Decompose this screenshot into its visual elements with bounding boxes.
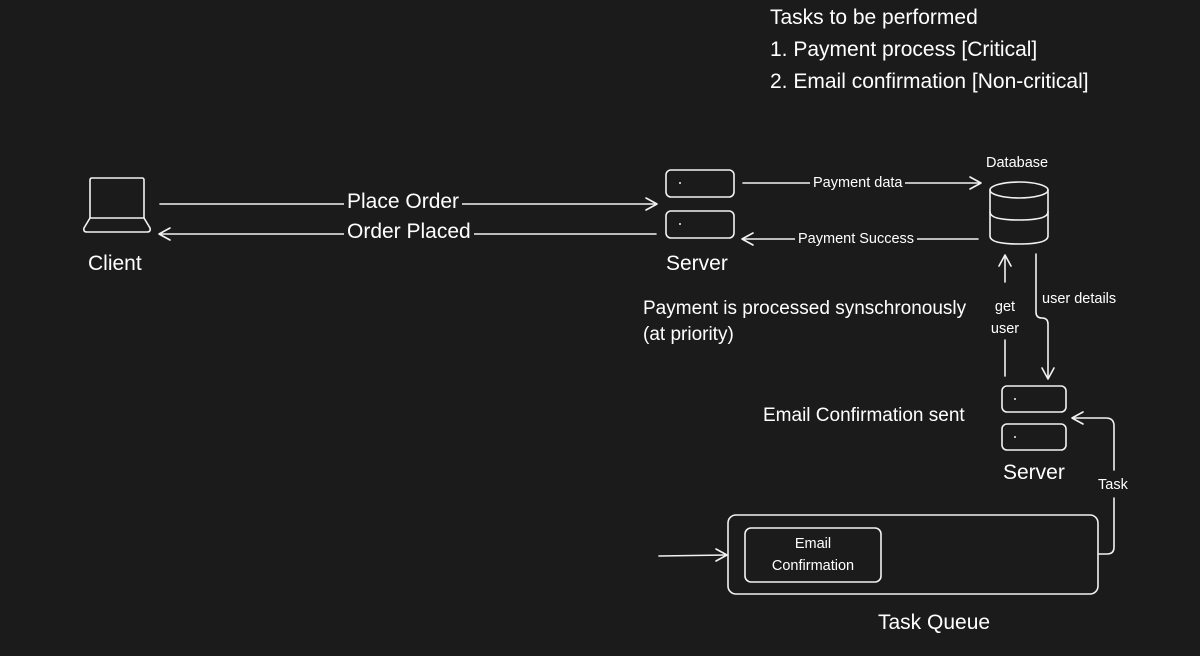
email-server-label: Server — [1003, 461, 1065, 484]
database-label: Database — [986, 155, 1049, 171]
payment-success-label: Payment Success — [795, 231, 918, 247]
task-arrow — [1071, 411, 1115, 555]
get-user-arrow — [998, 254, 1012, 377]
queue-item-line2: Confirmation — [771, 558, 855, 574]
client-label: Client — [88, 252, 142, 275]
queue-item-email-confirmation: Email Confirmation — [745, 533, 881, 577]
email-server-icon — [1001, 385, 1067, 451]
queue-input-arrow — [658, 548, 728, 562]
email-sent-note: Email Confirmation sent — [763, 405, 965, 426]
get-user-line2: user — [990, 321, 1020, 337]
task-queue-label: Task Queue — [878, 611, 991, 634]
tasks-title: Tasks to be performed — [770, 6, 978, 29]
payment-data-label: Payment data — [810, 175, 906, 191]
sync-note-line1: Payment is processed synschronously — [643, 298, 967, 319]
sync-note-line2: (at priority) — [643, 324, 734, 345]
task-label: Task — [1098, 477, 1128, 493]
get-user-line1: get — [994, 299, 1016, 315]
user-details-label: user details — [1042, 291, 1117, 307]
place-order-label: Place Order — [344, 190, 463, 214]
sync-note: Payment is processed synschronously (at … — [643, 296, 966, 348]
task-queue-box — [727, 514, 1099, 595]
user-details-arrow — [1035, 253, 1055, 380]
tasks-panel: Tasks to be performed 1. Payment process… — [770, 2, 1089, 98]
task-item-payment: 1. Payment process [Critical] — [770, 38, 1038, 61]
laptop-icon — [83, 177, 151, 233]
database-icon — [989, 181, 1049, 245]
queue-item-line1: Email — [794, 536, 832, 552]
server-icon — [665, 169, 735, 239]
task-item-email: 2. Email confirmation [Non-critical] — [770, 70, 1089, 93]
order-placed-label: Order Placed — [344, 220, 474, 244]
get-user-label: get user — [986, 296, 1024, 340]
main-server-label: Server — [666, 252, 728, 275]
queue-item-box — [744, 527, 882, 583]
